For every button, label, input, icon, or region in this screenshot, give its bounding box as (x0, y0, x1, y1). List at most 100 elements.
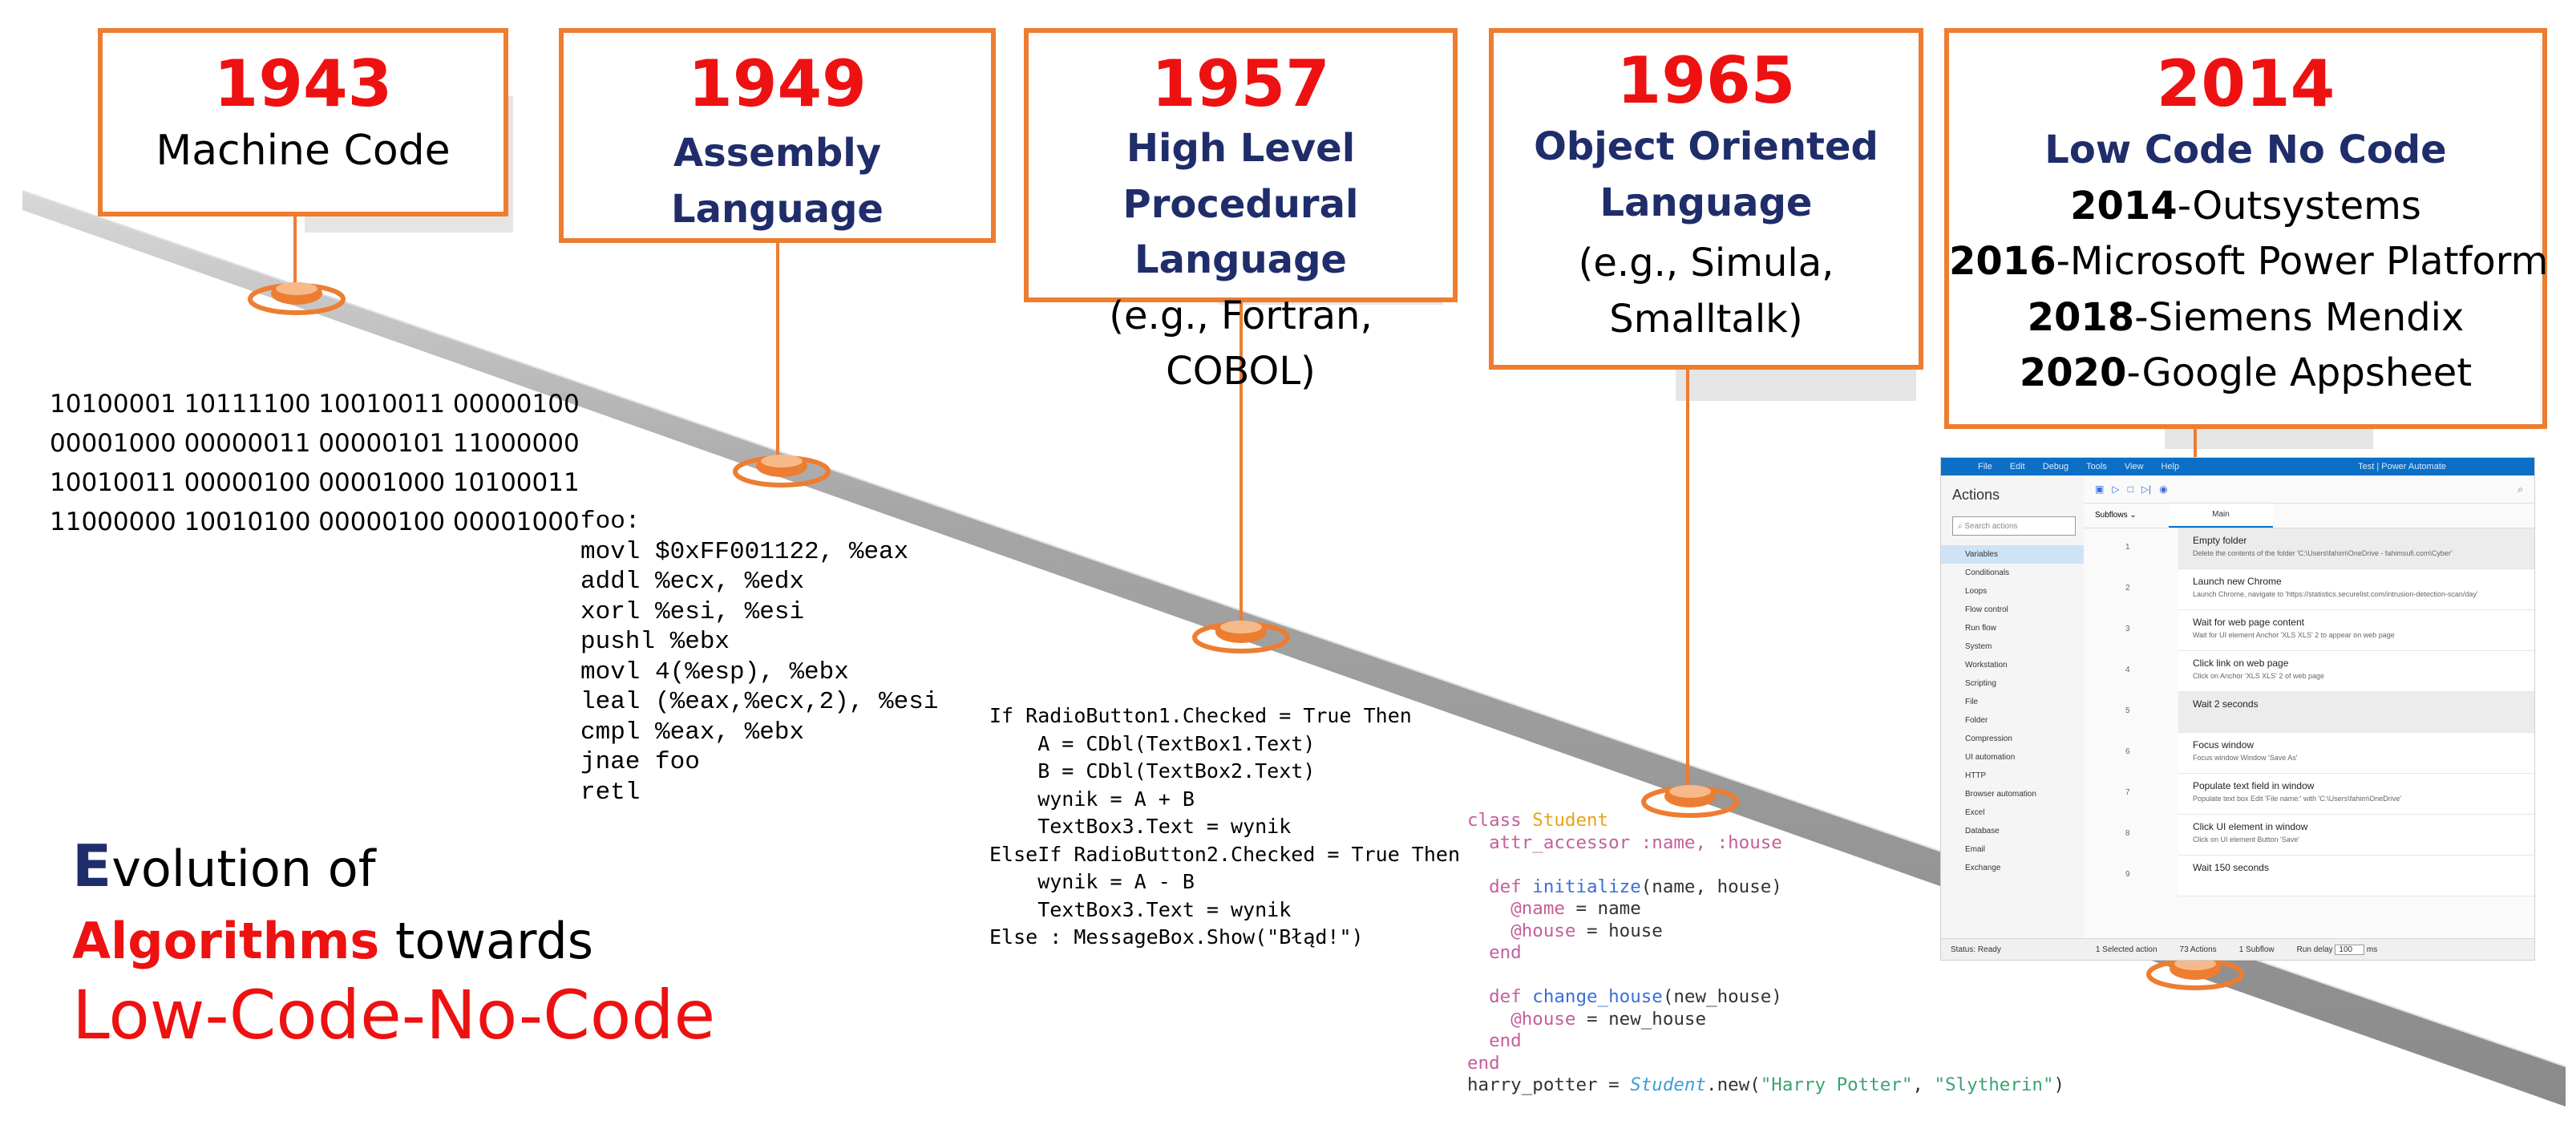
milestone-year: 1957 (1151, 47, 1330, 121)
title-line-1: Evolution of (72, 832, 376, 900)
marker-1957 (1192, 621, 1290, 653)
step-description: Delete the contents of the folder 'C:\Us… (2193, 549, 2453, 557)
action-category[interactable]: Email (1965, 845, 1986, 854)
marker-1943 (248, 282, 346, 315)
step-number: 3 (2125, 625, 2130, 633)
step-number: 2 (2125, 584, 2130, 593)
subflows-dropdown[interactable]: Subflows ⌄ (2095, 511, 2137, 520)
lcnc-item: 2016-Microsoft Power Platform (1949, 239, 2549, 285)
step-title: Wait 150 seconds (2193, 862, 2269, 873)
marker-1949 (733, 455, 831, 488)
action-category[interactable]: Variables (1941, 545, 2084, 564)
action-category[interactable]: Folder (1965, 716, 1988, 725)
timeline-bar (22, 191, 2566, 1107)
milestone-box-1949: 1949 Assembly Language (559, 28, 996, 243)
subflow-tabs: Subflows ⌄ Main (2084, 504, 2534, 528)
assembly-code-sample: foo: movl $0xFF001122, %eax addl %ecx, %… (580, 508, 939, 807)
power-automate-screenshot: File Edit Debug Tools View Help Test | P… (1940, 457, 2535, 961)
subflow-count: 1 Subflow (2238, 945, 2275, 954)
step-description: Focus window Window 'Save As' (2193, 754, 2298, 762)
action-category[interactable]: Scripting (1965, 679, 1996, 688)
step-number: 9 (2125, 870, 2130, 879)
action-category[interactable]: System (1965, 642, 1992, 651)
record-icon[interactable]: ◉ (2159, 484, 2168, 495)
search-actions-input[interactable]: ⌕ Search actions (1952, 516, 2076, 536)
step-description: Click on Anchor 'XLS XLS' 2 of web page (2193, 672, 2325, 680)
step-title: Populate text field in window (2193, 780, 2315, 791)
tab-main[interactable]: Main (2169, 504, 2273, 528)
step-number: 5 (2125, 706, 2130, 715)
save-icon[interactable]: ▣ (2095, 484, 2105, 495)
action-category[interactable]: Workstation (1965, 661, 2008, 670)
lcnc-item: 2018-Siemens Mendix (2027, 294, 2465, 340)
step-title: Launch new Chrome (2193, 576, 2282, 587)
action-category[interactable]: Database (1965, 827, 2000, 836)
step-description: Wait for UI element Anchor 'XLS XLS' 2 t… (2193, 631, 2395, 639)
flow-step[interactable]: 9 Wait 150 seconds (2125, 856, 2534, 896)
action-category[interactable]: Run flow (1965, 624, 1996, 633)
machine-code-sample: 10100001 10111100 10010011 00000100 0000… (50, 390, 580, 536)
slide-title: Evolution of Algorithms towards Low-Code… (72, 824, 715, 1056)
milestone-example: (e.g., Fortran, COBOL) (1109, 293, 1373, 395)
milestone-year: 2014 (2156, 47, 2335, 121)
search-icon[interactable]: ⌕ (2517, 483, 2523, 495)
step-number: 6 (2125, 747, 2130, 756)
action-category[interactable]: Excel (1965, 808, 1985, 817)
step-description: Launch Chrome, navigate to 'https://stat… (2193, 590, 2478, 598)
action-category[interactable]: HTTP (1965, 771, 1987, 780)
action-category[interactable]: Flow control (1965, 605, 2008, 614)
status-bar: Status: Ready 1 Selected action 73 Actio… (1941, 938, 2534, 960)
menu-item[interactable]: Help (2161, 462, 2180, 471)
milestone-label: Low Code No Code (2044, 127, 2447, 172)
title-line-2: Algorithms towards (72, 912, 594, 971)
designer-toolbar: ▣ ▷ □ ▷| ◉ ⌕ (2084, 475, 2534, 504)
step-icon[interactable]: ▷| (2141, 484, 2152, 495)
step-number: 8 (2125, 829, 2130, 838)
action-category[interactable]: Compression (1965, 734, 2012, 743)
step-number: 1 (2125, 543, 2130, 552)
timeline-markers (248, 282, 2244, 990)
run-delay-input[interactable]: 100 (2335, 944, 2365, 955)
status-text: Status: Ready (1951, 945, 2001, 954)
action-category[interactable]: Exchange (1965, 864, 2001, 872)
menu-item[interactable]: Tools (2086, 462, 2107, 471)
action-category[interactable]: Conditionals (1965, 568, 2010, 577)
menu-item[interactable]: Debug (2042, 462, 2069, 471)
action-category[interactable]: UI automation (1965, 753, 2016, 762)
run-icon[interactable]: ▷ (2112, 484, 2120, 495)
milestone-year: 1943 (213, 47, 393, 121)
step-title: Focus window (2193, 739, 2255, 751)
step-number: 4 (2125, 666, 2130, 674)
milestone-example-line2: Smalltalk) (1609, 296, 1803, 342)
selected-count: 1 Selected action (2095, 945, 2157, 954)
action-category[interactable]: File (1965, 698, 1979, 706)
menu-item[interactable]: View (2124, 462, 2144, 471)
milestone-label-line1: High Level Procedural (1122, 126, 1359, 227)
action-category[interactable]: Loops (1965, 587, 1988, 596)
menu-bar: File Edit Debug Tools View Help Test | P… (1941, 458, 2534, 475)
menu-item[interactable]: Edit (2009, 462, 2025, 471)
stop-icon[interactable]: □ (2127, 484, 2133, 495)
menu-item[interactable]: File (1978, 462, 1992, 471)
milestone-label: Machine Code (156, 127, 451, 175)
milestone-box-1943: 1943 Machine Code (98, 28, 508, 216)
milestone-label: Assembly Language (671, 131, 884, 232)
milestone-box-2014: 2014 Low Code No Code 2014-Outsystems 20… (1944, 28, 2549, 429)
step-description: Click on UI element Button 'Save' (2193, 836, 2300, 844)
window-title: Test | Power Automate (2358, 462, 2446, 471)
milestone-year: 1949 (688, 47, 867, 121)
lcnc-item: 2020-Google Appsheet (2019, 350, 2473, 396)
action-category[interactable]: Browser automation (1965, 790, 2036, 799)
milestone-box-1965: 1965 Object Oriented Language (e.g., Sim… (1489, 28, 1923, 370)
